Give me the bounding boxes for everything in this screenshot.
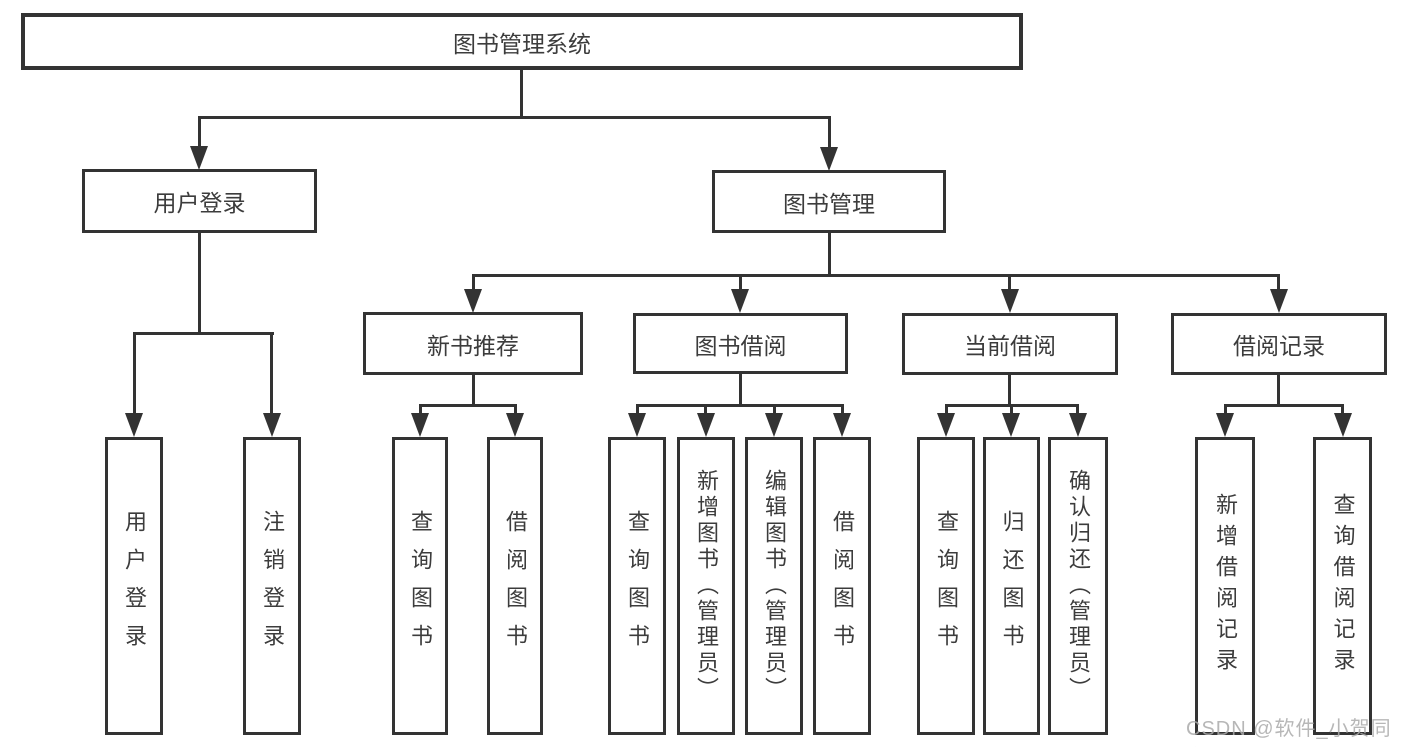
arrow-down-leaf [1216,413,1234,437]
arrow-down-section [731,289,749,313]
arrow-down-user-login [190,146,208,170]
arrow-down-leaf [937,413,955,437]
connector-drop-leaf [773,404,776,415]
arrow-down-leaf [697,413,715,437]
node-new-book-recommend: 新书推荐 [363,312,583,375]
arrow-down-section [464,289,482,313]
connector-drop-leaf [514,404,517,415]
node-user-login: 用户登录 [82,169,317,233]
csdn-watermark: CSDN @软件_小贺同学 [1186,718,1392,740]
node-current-borrow: 当前借阅 [902,313,1118,375]
connector-drop-leaf [419,404,422,415]
connector-drop-leaf [704,404,707,415]
connector-section-stem [1277,375,1280,407]
connector-drop-leaf [1224,404,1227,415]
leaf-query-books-3: 查询图书 [917,437,975,735]
connector-drop-leaf [636,404,639,415]
connector-drop-leaf [270,332,273,415]
node-book-borrow: 图书借阅 [633,313,848,374]
arrow-down-leaf [628,413,646,437]
arrow-down-leaf [125,413,143,437]
connector-group-rail [636,404,844,407]
node-root-library-system: 图书管理系统 [21,13,1023,70]
connector-drop-section [739,274,742,291]
leaf-edit-books-admin: 编辑图书（管理员） [745,437,803,735]
leaf-query-borrow-record: 查询借阅记录 [1313,437,1372,735]
connector-drop-section [1008,274,1011,291]
leaf-query-books-1: 查询图书 [392,437,448,735]
arrow-down-leaf [263,413,281,437]
arrow-down-leaf [765,413,783,437]
arrow-down-leaf [1334,413,1352,437]
connector-drop-leaf [945,404,948,415]
connector-drop-leaf [1076,404,1079,415]
leaf-borrow-books-1: 借阅图书 [487,437,543,735]
connector-management-stem [828,233,831,276]
connector-drop-leaf [1010,404,1013,415]
leaf-query-books-2: 查询图书 [608,437,666,735]
connector-drop-leaf [841,404,844,415]
connector-drop-book-management [828,116,831,148]
connector-level3-rail [472,274,1280,277]
connector-group-rail [419,404,517,407]
arrow-down-leaf [1069,413,1087,437]
node-book-management: 图书管理 [712,170,946,233]
connector-section-stem [472,375,475,407]
connector-drop-leaf [133,332,136,415]
arrow-down-leaf [1002,413,1020,437]
arrow-down-section [1270,289,1288,313]
arrow-down-leaf [833,413,851,437]
connector-group-rail [1224,404,1344,407]
connector-login-stem [198,233,201,334]
arrow-down-leaf [411,413,429,437]
leaf-confirm-return-admin: 确认归还（管理员） [1048,437,1108,735]
connector-drop-section [472,274,475,291]
connector-login-rail [133,332,274,335]
leaf-logout: 注销登录 [243,437,301,735]
arrow-down-book-management [820,147,838,171]
leaf-user-login: 用户登录 [105,437,163,735]
leaf-add-borrow-record: 新增借阅记录 [1195,437,1255,735]
connector-section-stem [1008,375,1011,407]
connector-drop-user-login [198,116,201,148]
leaf-borrow-books-2: 借阅图书 [813,437,871,735]
arrow-down-section [1001,289,1019,313]
arrow-down-leaf [506,413,524,437]
connector-drop-section [1277,274,1280,291]
connector-root-stem [520,70,523,118]
leaf-return-books: 归还图书 [983,437,1040,735]
leaf-add-books-admin: 新增图书（管理员） [677,437,735,735]
node-borrow-records: 借阅记录 [1171,313,1387,375]
connector-drop-leaf [1341,404,1344,415]
connector-section-stem [739,374,742,407]
connector-level2-rail [198,116,831,119]
